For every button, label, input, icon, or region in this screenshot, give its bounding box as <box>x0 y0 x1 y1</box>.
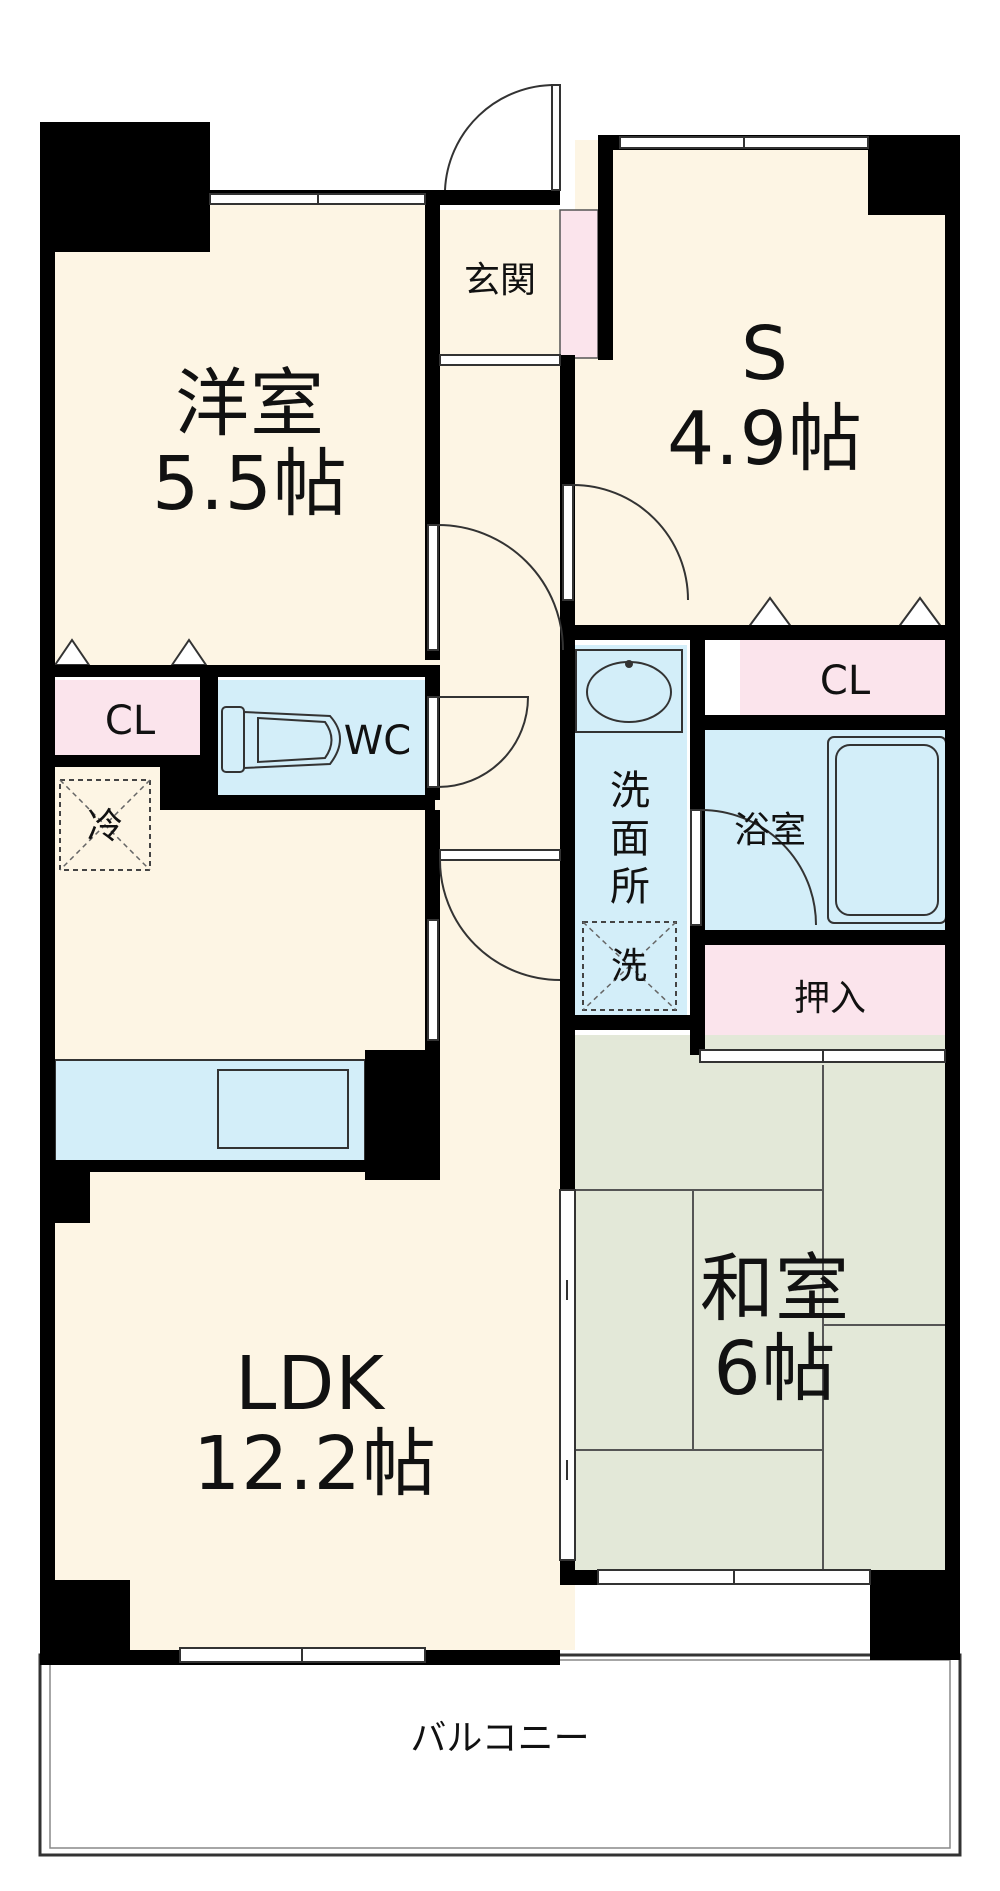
washer-label: 洗 <box>610 946 647 987</box>
ldk-size: 12.2帖 <box>193 1421 437 1507</box>
fridge-box <box>59 779 151 871</box>
balcony-area <box>38 1653 962 1857</box>
washitsu-floor <box>570 1035 945 1570</box>
tatami-lines <box>573 1065 945 1570</box>
washitsu-name: 和室 <box>700 1246 850 1332</box>
washitsu-size: 6帖 <box>713 1326 837 1412</box>
western-room-size: 5.5帖 <box>152 441 348 527</box>
sink <box>217 1069 349 1149</box>
ldk-name: LDK <box>235 1341 385 1427</box>
service-room-name: S <box>741 311 789 397</box>
entrance-floor <box>440 210 560 360</box>
cl-right-area <box>740 640 945 715</box>
toilet-icon <box>221 706 341 773</box>
balcony-label: バルコニー <box>410 1718 590 1759</box>
cl-left-label: CL <box>104 698 156 744</box>
washroom-label-3: 所 <box>610 864 650 910</box>
bathtub <box>835 744 939 916</box>
ldk-floor <box>50 1170 560 1650</box>
bath-label: 浴室 <box>733 810 806 851</box>
windows <box>179 136 946 1663</box>
washroom-label-2: 面 <box>610 816 650 862</box>
cl-right-label: CL <box>819 658 871 704</box>
washroom-label-1: 洗 <box>610 768 650 814</box>
closet-door-marks <box>53 596 947 666</box>
wc-label: WC <box>343 718 412 764</box>
doors <box>427 83 817 1041</box>
cl-left-area <box>50 680 210 755</box>
western-room-floor <box>50 200 435 670</box>
service-room-size: 4.9帖 <box>667 396 863 482</box>
service-room-floor <box>575 140 950 630</box>
entrance-shoe-box <box>559 209 599 359</box>
entrance-label: 玄関 <box>463 260 536 301</box>
western-room-name: 洋室 <box>175 361 325 447</box>
fridge-label: 冷 <box>86 806 123 847</box>
washer-box <box>582 921 677 1011</box>
oshiire-label: 押入 <box>793 978 866 1019</box>
